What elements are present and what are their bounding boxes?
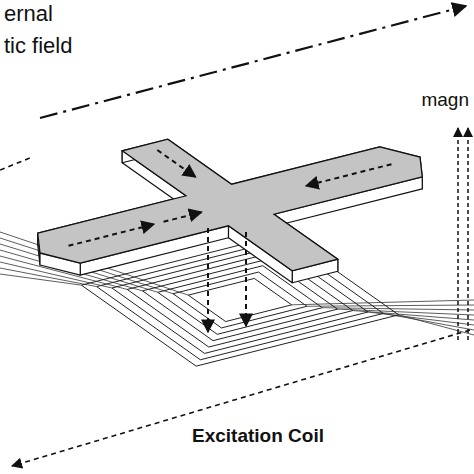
field-arrow [12, 330, 470, 466]
part-label: Excitation Coil [190, 426, 326, 447]
field-line [0, 158, 30, 170]
field-label: magn [419, 90, 471, 111]
coil-lead [0, 274, 81, 285]
field-label: tic field [2, 34, 74, 58]
flux-arrow [207, 228, 209, 332]
field-arrow [457, 128, 459, 340]
coil-winding [142, 259, 337, 340]
coil-winding [112, 247, 368, 354]
core-top [38, 139, 423, 271]
coil-lead [383, 313, 474, 330]
flux-arrow [69, 224, 155, 246]
field-label: ernal [2, 2, 55, 26]
flux-arrow [164, 212, 202, 222]
field-arrow [467, 128, 469, 340]
coil-lead [399, 315, 474, 335]
field-arrow [40, 6, 466, 118]
flux-arrow [157, 150, 195, 177]
coil-winding [127, 253, 353, 347]
coil-winding [173, 272, 307, 328]
flux-arrow [245, 232, 247, 326]
flux-arrow [306, 164, 392, 186]
cross-core [38, 139, 423, 283]
